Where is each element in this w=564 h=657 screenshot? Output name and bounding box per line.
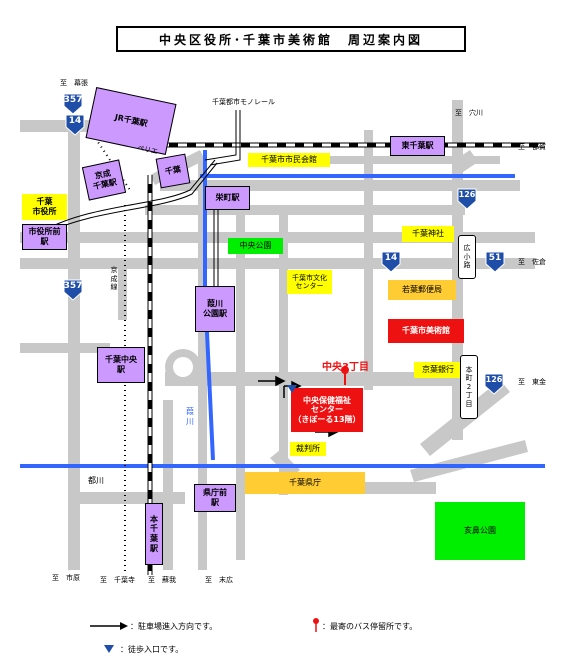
route-14-mid-shield: 14	[380, 250, 402, 274]
label-kencho: 千葉県庁	[245, 472, 365, 494]
label-bunka-center: 千葉市文化 センター	[287, 270, 332, 294]
route-126-bot-shield: 126	[483, 372, 505, 396]
label-to-ichihara: 至 市原	[52, 574, 80, 582]
entrance-marker	[287, 385, 297, 393]
label-to-makuhari: 至 幕張	[60, 79, 88, 87]
label-shimin-kaikan: 千葉市市民会館	[248, 153, 330, 167]
label-chuo3: 中央3丁目	[322, 362, 369, 373]
label-to-sakura: 至 佐倉	[518, 258, 546, 266]
legend-graphics	[90, 618, 319, 653]
label-health-center: 中央保健福祉 センター （きぼーる13階）	[291, 388, 363, 432]
route-14-top-shield: 14	[64, 113, 86, 137]
label-chiba-jinja: 千葉神社	[402, 226, 454, 242]
label-inohana-park: 亥鼻公園	[435, 502, 525, 560]
label-chiba-city-office: 千葉 市役所	[22, 194, 67, 220]
label-keisei-line: 京 成 線	[110, 266, 118, 292]
station-chiba-small: 千葉	[155, 153, 191, 189]
legend-arrow-text: ：駐車場進入方向です。	[130, 622, 218, 631]
label-to-togane: 至 東金	[518, 378, 546, 386]
station-sakaecho: 栄町駅	[205, 186, 250, 210]
map-title: 中央区役所･千葉市美術館 周辺案内図	[116, 26, 466, 52]
station-sakugawa-koen: 葭川 公園駅	[195, 286, 235, 332]
label-keiyo-bank: 京葉銀行	[414, 362, 462, 378]
label-wakaba-post: 若葉郵便局	[388, 280, 456, 300]
label-art-museum: 千葉市美術館	[388, 319, 464, 343]
legend-bus-text: ：最寄のバス停留所です。	[322, 622, 418, 631]
station-chiba-chuo: 千葉中央 駅	[97, 347, 145, 383]
station-higashi-chiba: 東千葉駅	[390, 136, 445, 156]
station-kencho-mae: 県庁前 駅	[194, 484, 236, 512]
route-357-top-shield: 357	[62, 92, 84, 116]
label-to-tsuga: 至 都賀	[518, 143, 546, 151]
route-51-shield: 51	[484, 250, 506, 274]
label-to-anagawa: 至 穴川	[455, 109, 483, 117]
legend-entrance-text: ：徒歩入口です。	[120, 645, 184, 654]
route-357-left-shield: 357	[62, 278, 84, 302]
label-to-suehiro: 至 末広	[205, 576, 233, 584]
label-chuo-koen: 中央公園	[228, 238, 283, 254]
bus-stop-pin	[341, 366, 349, 385]
label-honcho: 本 町 2 丁 目	[460, 355, 478, 419]
label-miyakogawa: 都川	[88, 476, 104, 485]
route-126-top-shield: 126	[456, 187, 478, 211]
station-hon-chiba: 本 千 葉 駅	[145, 503, 163, 565]
label-to-chibadera: 至 千葉寺	[100, 576, 135, 584]
label-hirokoji: 広 小 路	[458, 235, 476, 279]
station-kyakusho-mae: 市役所前 駅	[22, 224, 67, 250]
label-sakugawa: 葭 川	[186, 407, 194, 426]
label-court: 裁判所	[290, 442, 326, 456]
label-to-soga: 至 蘇我	[148, 576, 176, 584]
label-monorail: 千葉都市モノレール	[212, 98, 275, 106]
